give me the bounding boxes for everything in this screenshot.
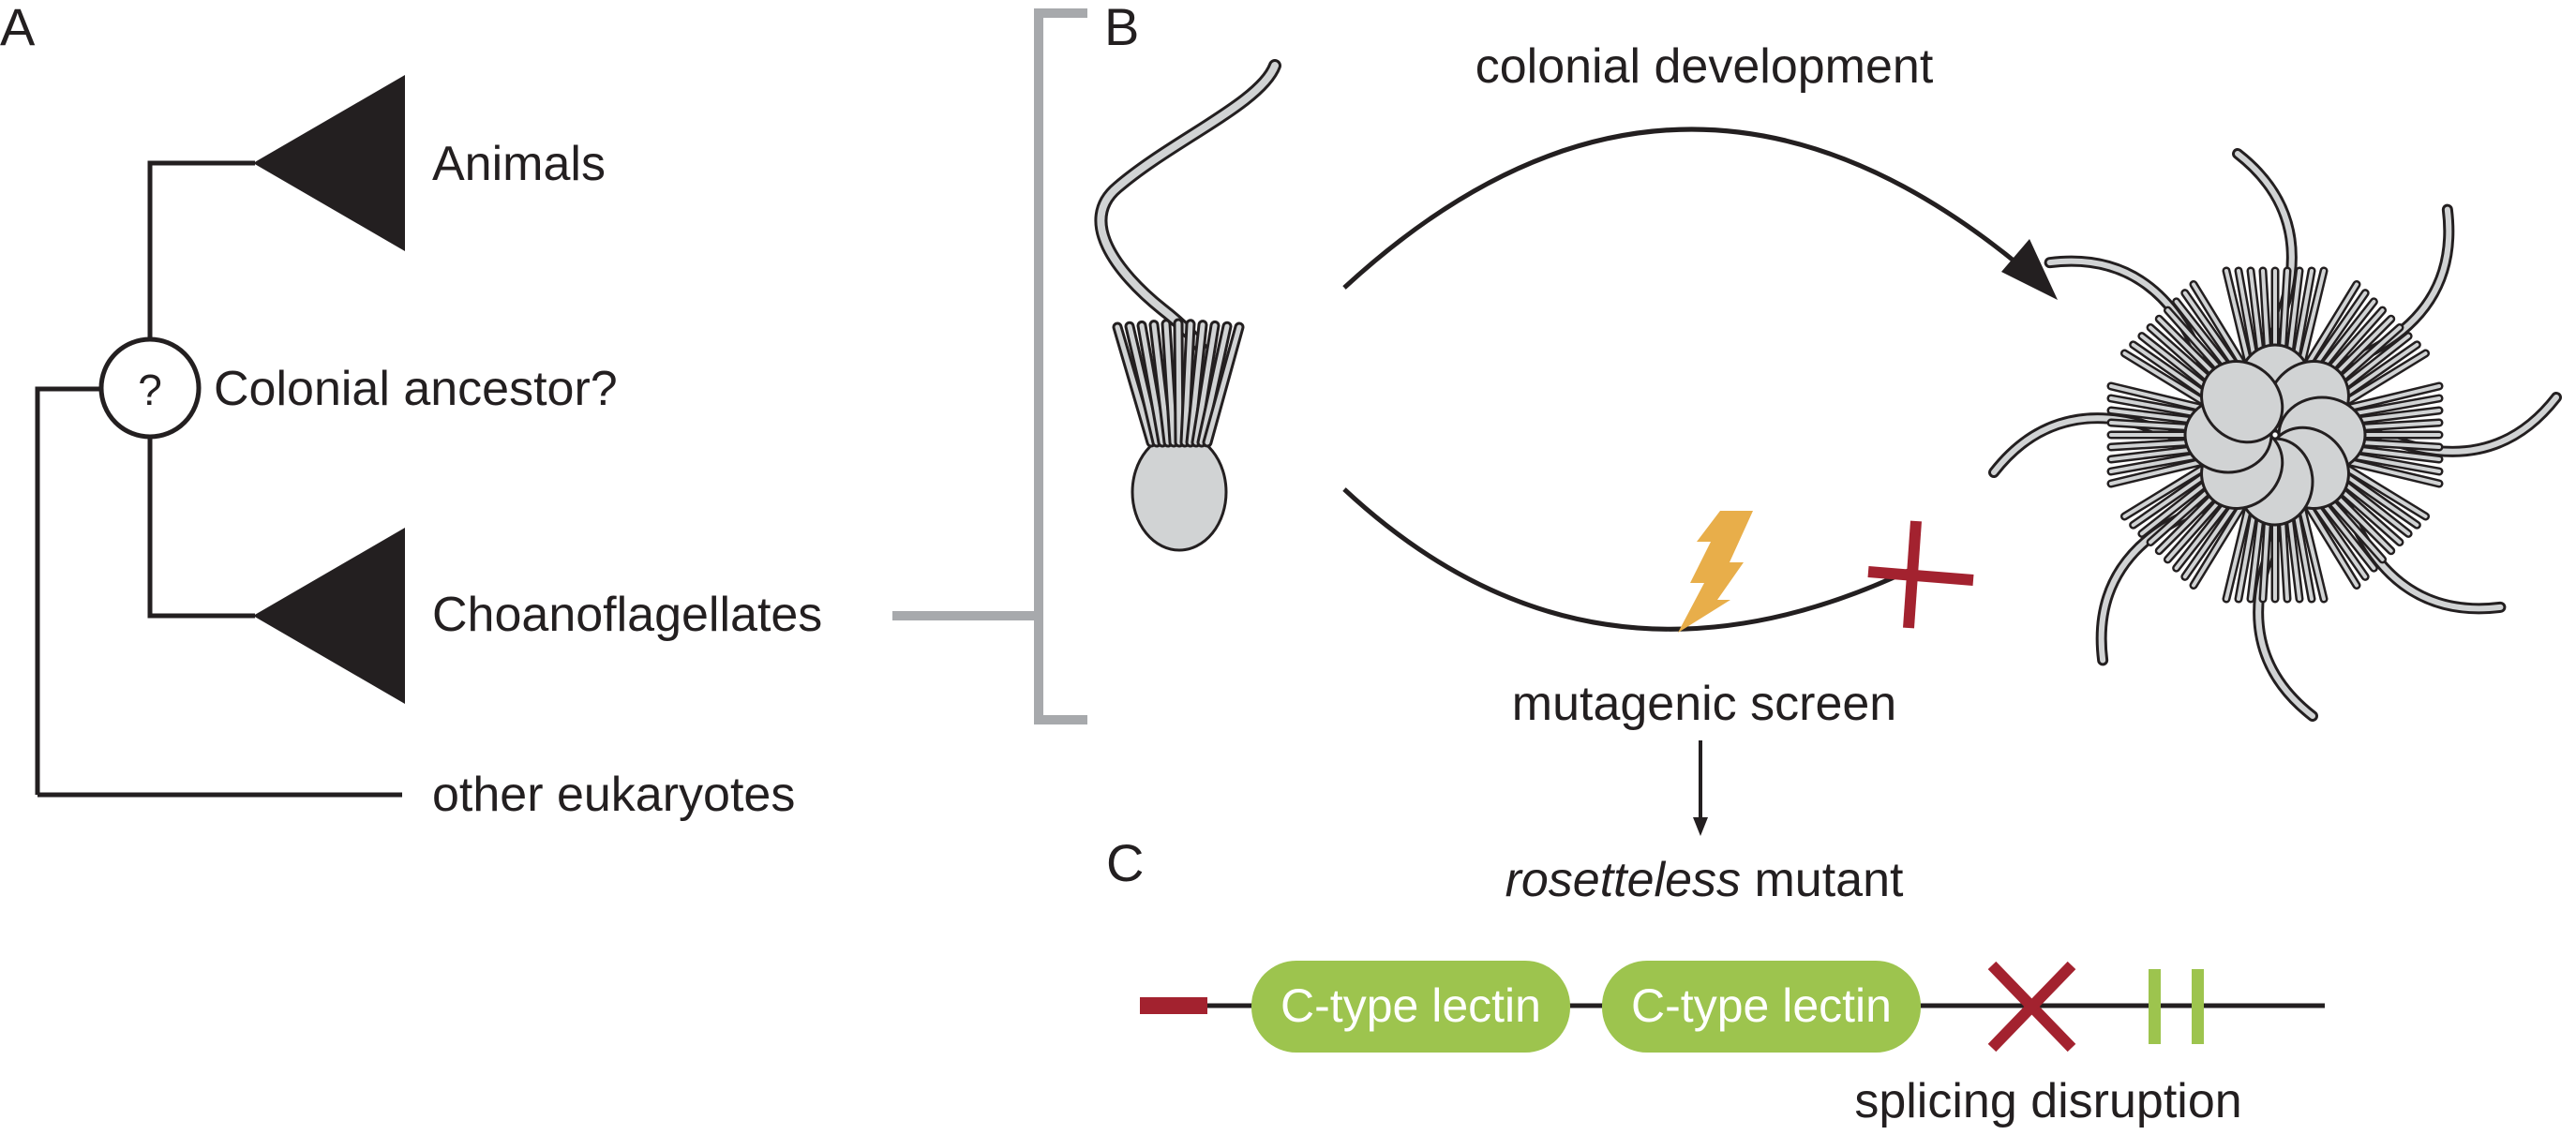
- panel-label-a: A: [0, 0, 36, 56]
- mutagenic-screen-label: mutagenic screen: [1512, 677, 1896, 731]
- down-arrowhead: [1693, 817, 1708, 836]
- microvillus-fill: [1199, 323, 1230, 445]
- rosette-cell: [2341, 381, 2562, 488]
- microvillus-fill: [1151, 322, 1171, 445]
- microvillus-fill: [1193, 322, 1218, 445]
- blocked-cross-icon: [1867, 520, 1974, 629]
- rosette-cell: [1988, 381, 2209, 488]
- branch-choanoflagellates: [147, 437, 255, 619]
- transmembrane-bar: [2192, 969, 2204, 1044]
- rosette-colony-illustration: [1988, 148, 2562, 722]
- clade-label-other-eukaryotes: other eukaryotes: [432, 768, 795, 822]
- lectin-domain-label: C-type lectin: [1281, 979, 1541, 1032]
- lectin-domain-pill: [1251, 961, 1570, 1053]
- phylogenetic-tree: [35, 160, 402, 798]
- mutant-suffix: mutant: [1741, 853, 1904, 907]
- mutagenic-screen-path: [1342, 487, 1916, 632]
- microvillus-fill: [1163, 321, 1176, 445]
- transmembrane-bar: [2149, 969, 2161, 1044]
- panel-bracket: [892, 8, 1087, 724]
- panel-a: A ? Animals Colonial ancestor? Choanofla…: [0, 0, 1087, 822]
- rosette-cell-body: [2200, 360, 2284, 444]
- microvillus-fill: [1115, 324, 1154, 445]
- clade-triangle-animals: [253, 75, 405, 251]
- rosette-cell: [2222, 500, 2329, 722]
- collar-microvilli: [1112, 318, 1245, 448]
- panel-c: C rosetteless mutant C-type lectin C-typ…: [1106, 833, 2325, 1128]
- branch-animals: [147, 160, 255, 339]
- microvillus-fill: [1127, 323, 1160, 445]
- microvillus-fill: [1188, 322, 1206, 445]
- lectin-domain-pill: [1602, 961, 1921, 1053]
- clade-triangle-choanoflagellates: [253, 528, 405, 704]
- microvillus-fill: [1182, 321, 1193, 445]
- lightning-bolt-icon: [1678, 511, 1753, 633]
- panel-b: B colonial development mutagenic screen: [1094, 0, 2562, 731]
- lectin-domain: C-type lectin: [1251, 961, 1570, 1053]
- signal-peptide: [1140, 997, 1207, 1014]
- lectin-domain: C-type lectin: [1602, 961, 1921, 1053]
- clade-label-animals: Animals: [432, 137, 606, 191]
- colonial-development-arrow: [1342, 127, 2045, 290]
- rosette-cell: [2301, 461, 2507, 615]
- rosette-cell: [2095, 461, 2249, 666]
- ancestor-node: [98, 336, 202, 440]
- microvillus-fill: [1139, 322, 1165, 445]
- ancestor-question-mark: ?: [138, 366, 162, 414]
- splicing-disruption-label: splicing disruption: [1854, 1074, 2241, 1128]
- panel-label-c: C: [1106, 833, 1144, 892]
- clade-label-choanoflagellates: Choanoflagellates: [432, 588, 822, 642]
- rosette-cell: [2222, 148, 2329, 369]
- bracket-vertical: [1034, 8, 1087, 724]
- mutation-x-icon: [1987, 961, 2076, 1053]
- mutant-label: rosetteless mutant: [1505, 853, 1904, 907]
- microvillus-fill: [1176, 321, 1182, 445]
- ancestor-label: Colonial ancestor?: [214, 362, 618, 416]
- panel-label-b: B: [1104, 0, 1139, 56]
- cell-body: [1131, 432, 1228, 552]
- microvillus-fill: [1205, 324, 1242, 445]
- lectin-domain-label: C-type lectin: [1631, 979, 1892, 1032]
- colonial-development-label: colonial development: [1475, 39, 1934, 94]
- single-cell-illustration: [1094, 59, 1281, 552]
- arrowhead: [2001, 239, 2058, 300]
- root-branch: [35, 386, 101, 795]
- gene-name: rosetteless: [1505, 853, 1741, 907]
